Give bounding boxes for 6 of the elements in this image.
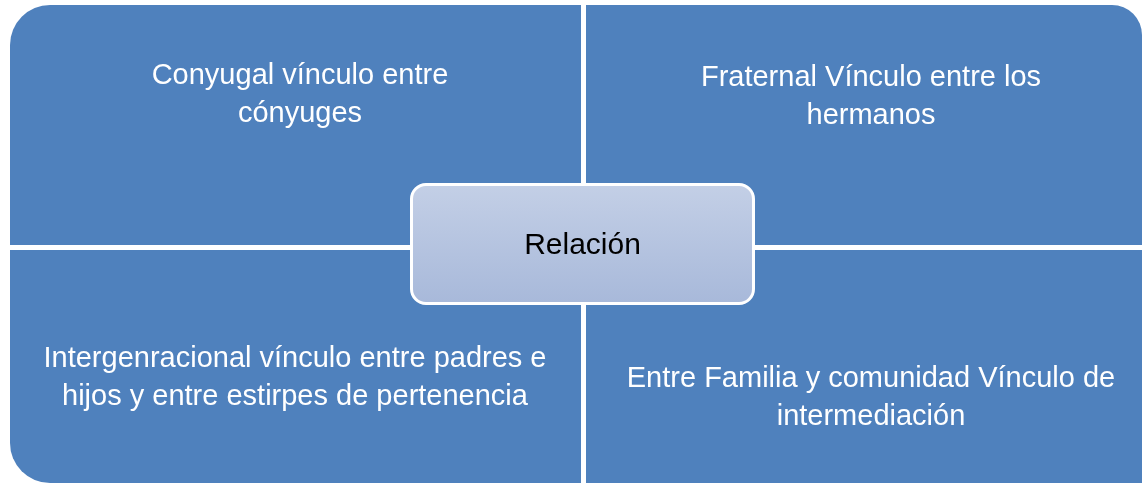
quadrant-text: Intergenracional vínculo entre padres e hijos y entre estirpes de pertenencia: [42, 340, 548, 413]
quadrant-text: Entre Familia y comunidad Vínculo de intermediación: [626, 360, 1116, 433]
center-text: Relación: [524, 227, 641, 261]
quadrant-text: Conyugal vínculo entre cónyuges: [150, 57, 450, 130]
center-box: [410, 183, 755, 305]
quadrant-text: Fraternal Vínculo entre los hermanos: [699, 59, 1043, 132]
